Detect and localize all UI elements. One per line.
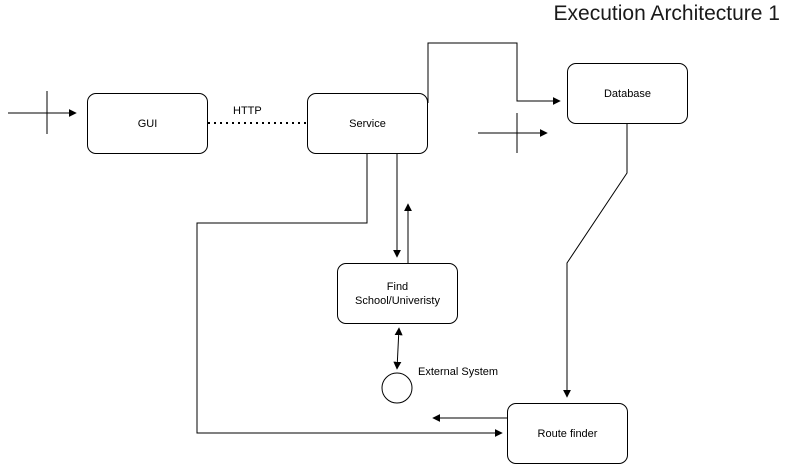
gui-node-label: GUI: [137, 117, 158, 130]
service-to-database-edge: [427, 42, 561, 105]
diagram-title: Execution Architecture 1: [553, 2, 780, 25]
stray-crossed-arrow: [478, 113, 548, 153]
http-label: HTTP: [233, 105, 262, 117]
find-school-node[interactable]: Find School/Univeristy: [337, 263, 458, 324]
external-system-node: [381, 372, 413, 404]
find-school-node-label: Find School/Univeristy: [355, 280, 440, 307]
route-finder-node[interactable]: Route finder: [507, 403, 628, 464]
find-external-edge: [393, 327, 403, 370]
database-to-route-edge: [563, 124, 628, 398]
service-node[interactable]: Service: [307, 93, 428, 154]
gui-node[interactable]: GUI: [87, 93, 208, 154]
external-system-label: External System: [418, 366, 499, 378]
service-to-route-edge: [196, 154, 503, 437]
gui-input-arrow: [8, 91, 77, 134]
database-node[interactable]: Database: [567, 63, 688, 124]
route-finder-node-label: Route finder: [537, 427, 598, 440]
service-node-label: Service: [349, 117, 386, 130]
database-node-label: Database: [603, 87, 652, 100]
